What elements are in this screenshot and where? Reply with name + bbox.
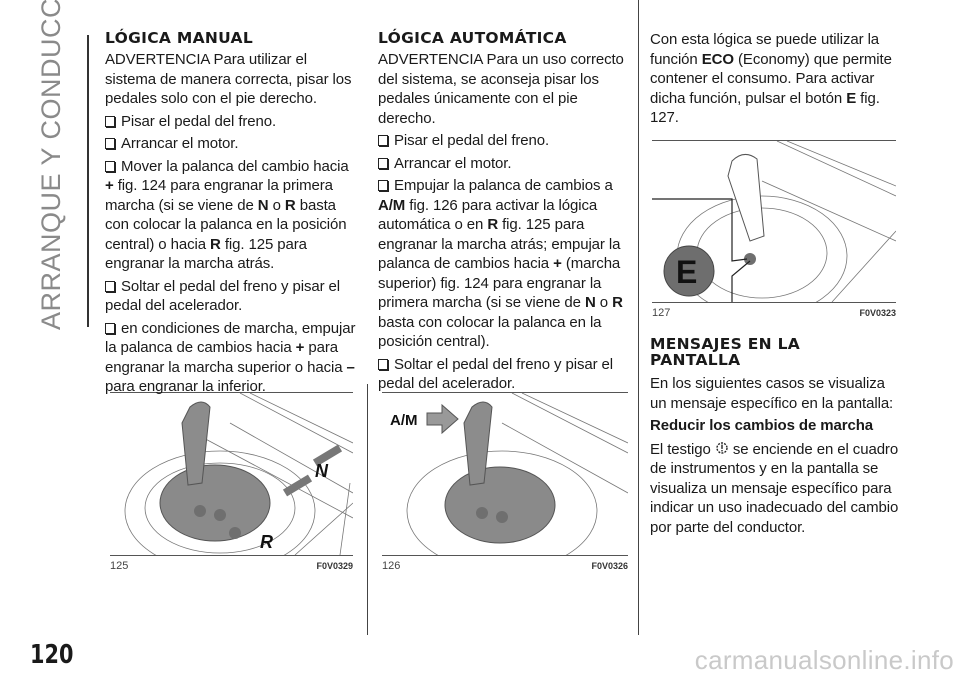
step-item: Empujar la palanca de cambios a A/M fig.… (378, 176, 634, 352)
label-r: R (260, 532, 273, 552)
column-divider (367, 384, 368, 635)
label-am: A/M (390, 412, 418, 429)
step-item: Pisar el pedal del freno. (378, 131, 634, 151)
warning-text: ADVERTENCIA Para utilizar el sistema de … (105, 51, 352, 107)
step-item: Mover la palanca del cambio hacia + fig.… (105, 157, 361, 274)
heading-messages: MENSAJES EN LA PANTALLA (650, 335, 801, 369)
messages-text: En los siguientes casos se visualiza un … (650, 375, 894, 412)
eco-text: Con esta lógica se puede utilizar la fun… (650, 31, 892, 126)
column-messages: MENSAJES EN LA PANTALLA En los siguiente… (650, 336, 900, 540)
heading-manual-logic: LÓGICA MANUAL (105, 29, 254, 47)
section-divider (87, 35, 89, 327)
figure-number: 125 (110, 560, 129, 572)
downshift-text: El testigo se enciende en el cuadro de i… (650, 440, 899, 536)
figure-image: E (652, 140, 896, 303)
figure-code: F0V0323 (859, 308, 896, 318)
step-item: en condiciones de marcha, empujar la pal… (105, 319, 361, 397)
label-n: N (315, 461, 329, 481)
figure-code: F0V0326 (591, 561, 628, 571)
figure-number: 126 (382, 560, 401, 572)
gear-warning-icon (715, 441, 729, 455)
column-automatic-logic: LÓGICA AUTOMÁTICA ADVERTENCIA Para un us… (378, 30, 634, 397)
warning-text: ADVERTENCIA Para un uso correcto del sis… (378, 51, 624, 127)
column-eco: Con esta lógica se puede utilizar la fun… (650, 30, 900, 131)
section-title: ARRANQUE Y CONDUCCIÓN (36, 0, 66, 330)
step-item: Arrancar el motor. (105, 134, 361, 154)
step-item: Arrancar el motor. (378, 154, 634, 174)
step-item: Soltar el pedal del freno y pisar el ped… (105, 277, 361, 316)
page-number: 120 (30, 640, 74, 670)
step-item: Soltar el pedal del freno y pisar el ped… (378, 355, 634, 394)
subheading-downshift: Reducir los cambios de marcha (650, 417, 874, 434)
figure-image: A/M (382, 392, 628, 556)
column-divider (638, 0, 639, 635)
figure-127: E 127 F0V0323 (652, 140, 896, 320)
figure-125: N R 125 F0V0329 (110, 392, 353, 572)
column-manual-logic: LÓGICA MANUAL ADVERTENCIA Para utilizar … (105, 30, 361, 400)
figure-code: F0V0329 (316, 561, 353, 571)
step-item: Pisar el pedal del freno. (105, 112, 361, 132)
figure-126: A/M 126 F0V0326 (382, 392, 628, 572)
label-e: E (676, 254, 697, 290)
figure-image: N R (110, 392, 353, 556)
watermark: carmanualsonline.info (694, 645, 954, 675)
figure-number: 127 (652, 307, 671, 319)
heading-automatic-logic: LÓGICA AUTOMÁTICA (378, 29, 567, 47)
